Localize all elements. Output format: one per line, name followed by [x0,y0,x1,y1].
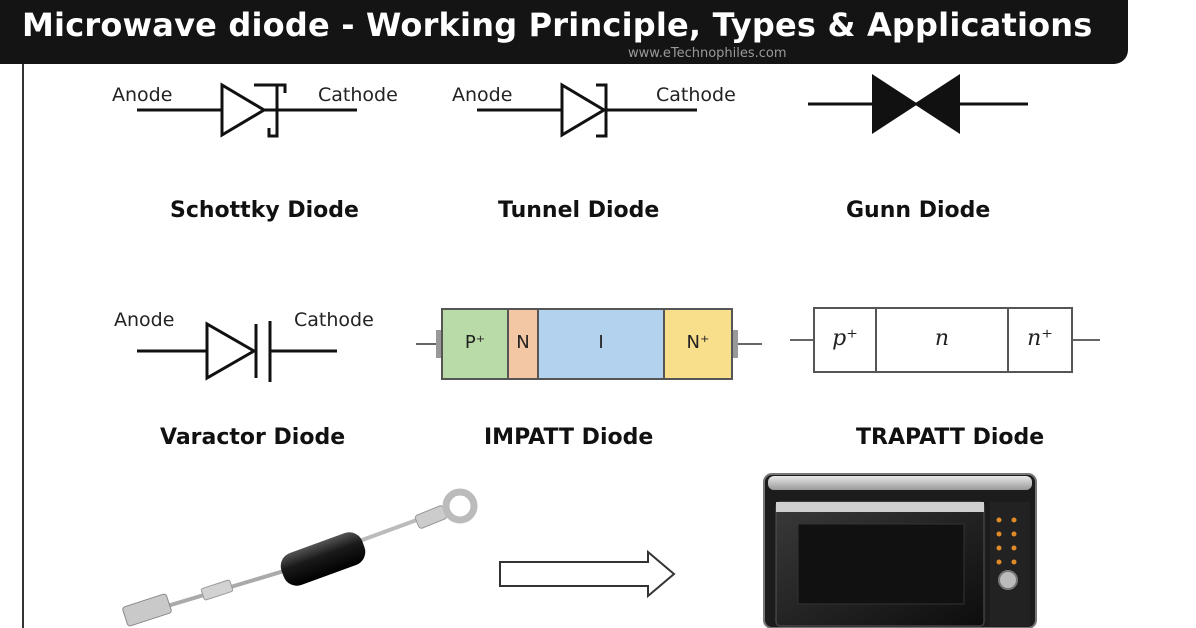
trapatt-diode-name: TRAPATT Diode [856,425,1045,450]
impatt-n-label: N [516,332,530,353]
impatt-i-label: I [598,332,604,353]
impatt-diode-name: IMPATT Diode [484,425,654,450]
impatt-p-plus-label: P⁺ [464,332,486,353]
trapatt-n-plus-label: n⁺ [1027,326,1053,351]
right-arrow-icon [499,549,676,599]
trapatt-n-label: n [934,326,950,351]
frame-left-border [22,64,24,628]
tunnel-anode-label: Anode [452,84,513,106]
schottky-diode-name: Schottky Diode [170,198,359,223]
tunnel-diode-name: Tunnel Diode [498,198,660,223]
schottky-diode-symbol [137,82,357,138]
watermark: www.eTechnophiles.com [628,46,787,61]
title-bar: Microwave diode - Working Principle, Typ… [0,0,1128,64]
impatt-n-plus-label: N⁺ [686,332,710,353]
gunn-diode-name: Gunn Diode [846,198,991,223]
varactor-diode-symbol [137,321,337,382]
impatt-diode-block [416,308,762,380]
varactor-anode-label: Anode [114,309,175,331]
microwave-oven-photo [763,473,1037,628]
tunnel-diode-symbol [477,82,697,138]
varactor-diode-name: Varactor Diode [160,425,346,450]
schottky-anode-label: Anode [112,84,173,106]
tunnel-cathode-label: Cathode [656,84,736,106]
page-title: Microwave diode - Working Principle, Typ… [22,6,1093,44]
trapatt-p-plus-label: p⁺ [832,326,858,351]
impatt-region-n-plus [663,308,733,380]
impatt-region-n [507,308,539,380]
trapatt-diode-block [790,307,1100,373]
impatt-region-i [537,308,665,380]
trapatt-region-n-plus [1007,307,1073,373]
schottky-cathode-label: Cathode [318,84,398,106]
varactor-cathode-label: Cathode [294,309,374,331]
gunn-diode-symbol [808,74,1028,134]
microwave-diode-photo [122,488,478,627]
trapatt-region-p-plus [813,307,877,373]
